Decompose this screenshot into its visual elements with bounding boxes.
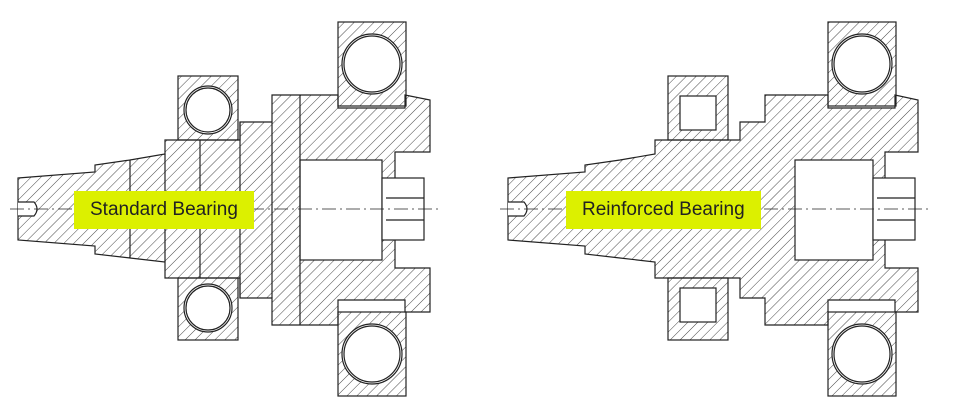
standard-bearing-bottom-small (177, 277, 239, 341)
reinforced-bearing-top-small (667, 75, 729, 141)
reinforced-bearing-bottom-large (827, 311, 897, 397)
standard-bearing-bottom-large (337, 311, 407, 397)
standard-bearing-label: Standard Bearing (74, 191, 254, 229)
reinforced-bearing-top-large (827, 21, 897, 107)
standard-bearing-top-small (177, 75, 239, 141)
standard-bearing-top-large (337, 21, 407, 107)
reinforced-bore (794, 159, 874, 261)
reinforced-bearing-bottom-small (667, 277, 729, 341)
standard-bore (299, 159, 383, 261)
reinforced-bearing-label: Reinforced Bearing (566, 191, 761, 229)
